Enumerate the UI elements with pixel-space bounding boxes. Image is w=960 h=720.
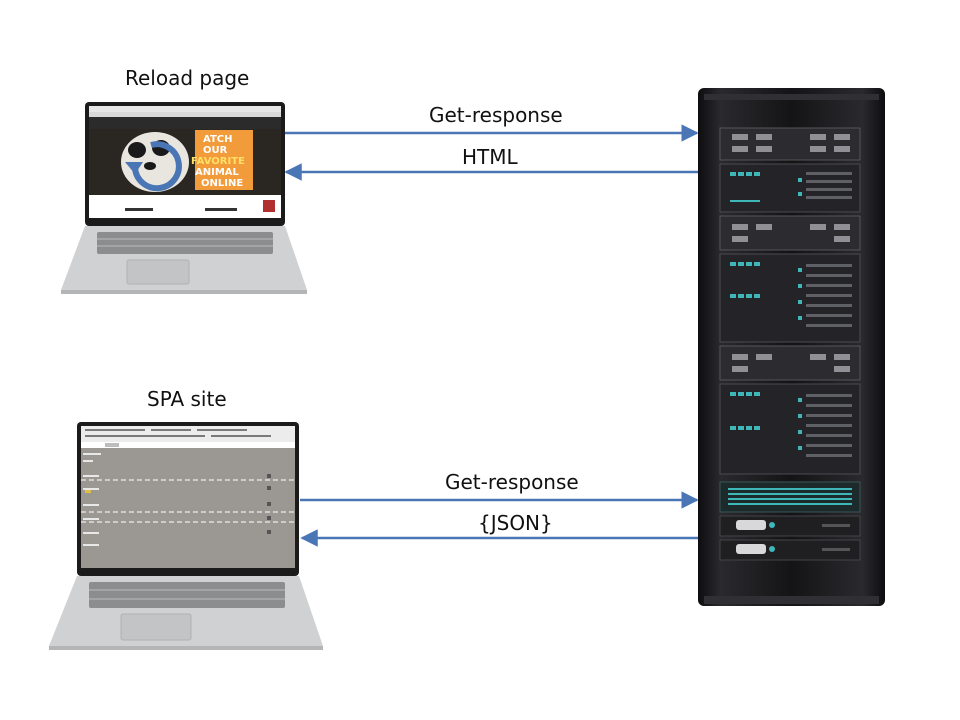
top-client-title: Reload page [125,66,250,90]
hero-text-line: ANIMAL [195,167,240,178]
rack-unit [719,127,861,161]
rack-unit [719,253,861,343]
top-response-label: HTML [462,145,518,169]
hero-text-line: FAVORITE [191,156,245,167]
rack-unit [719,215,861,251]
bottom-client-title: SPA site [147,387,227,411]
hero-text-line: ATCH [203,134,233,145]
hero-text-line: OUR [203,145,228,156]
hero-text-line: ONLINE [201,178,243,189]
bottom-request-label: Get-response [445,470,579,494]
rack-unit [719,481,861,513]
rack-unit [719,163,861,213]
spa-laptop-image [49,422,323,650]
top-request-label: Get-response [429,103,563,127]
rack-unit [719,383,861,475]
rack-unit [719,515,861,561]
server-rack-image [698,88,885,606]
reload-laptop-image: ATCH OUR FAVORITE ANIMAL ONLINE [61,102,307,294]
bottom-response-label: {JSON} [478,511,553,535]
rack-unit [719,345,861,381]
